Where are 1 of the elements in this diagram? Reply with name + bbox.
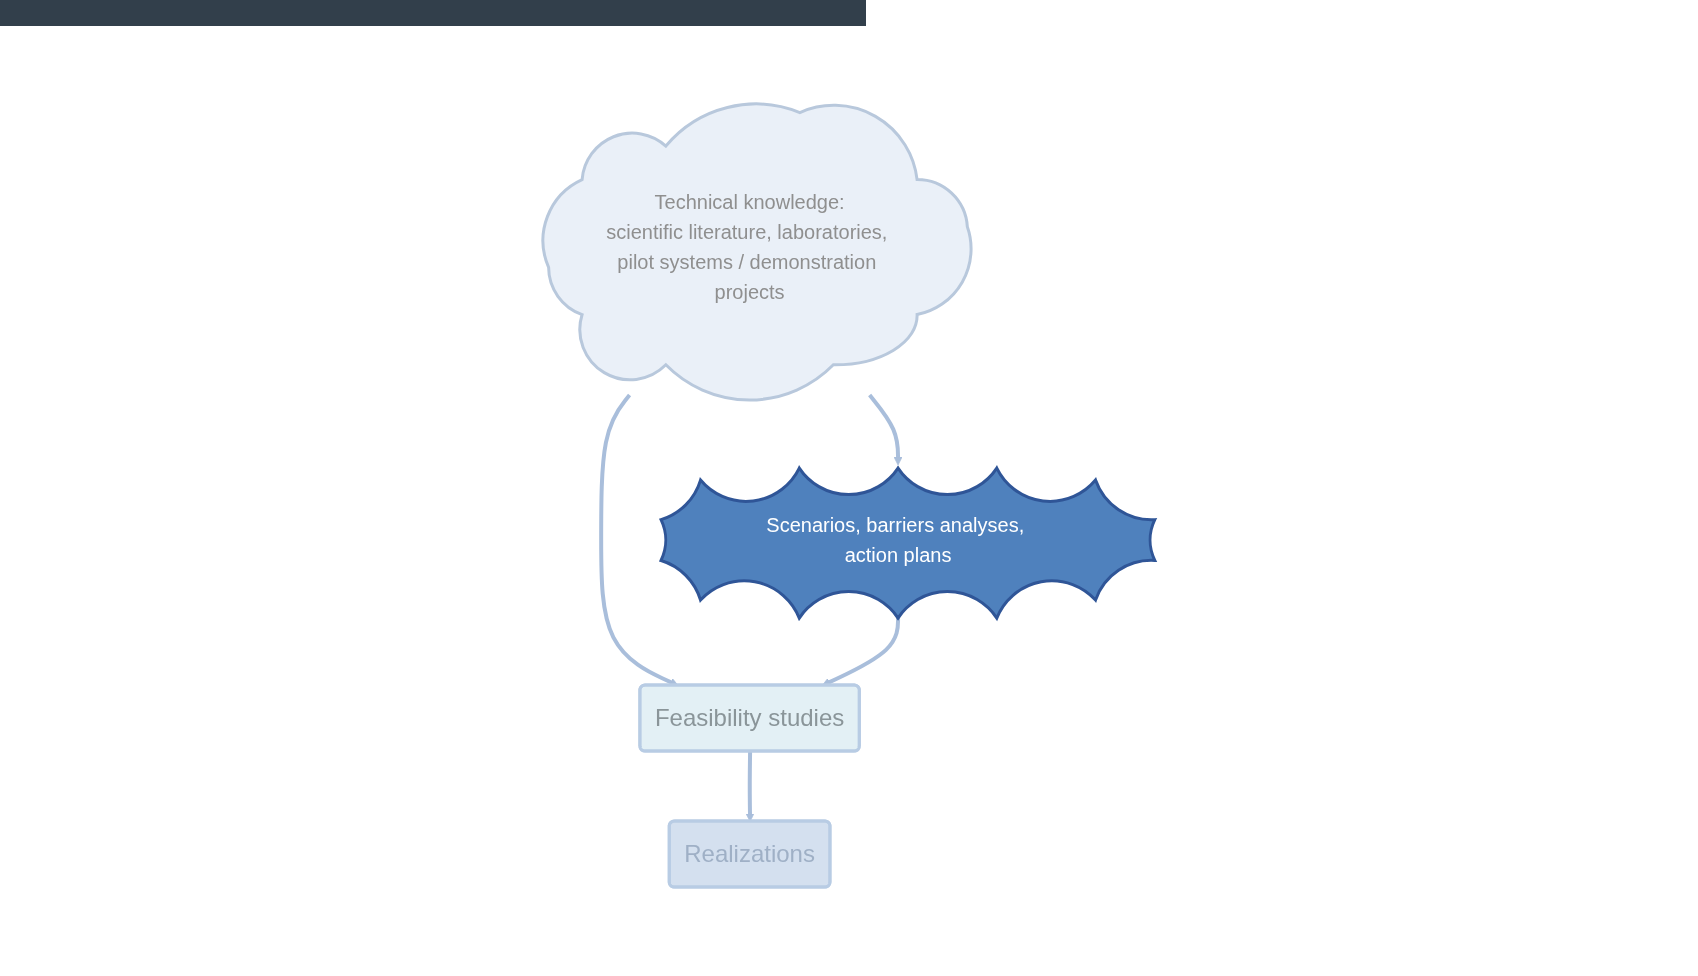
arrow <box>868 394 903 466</box>
